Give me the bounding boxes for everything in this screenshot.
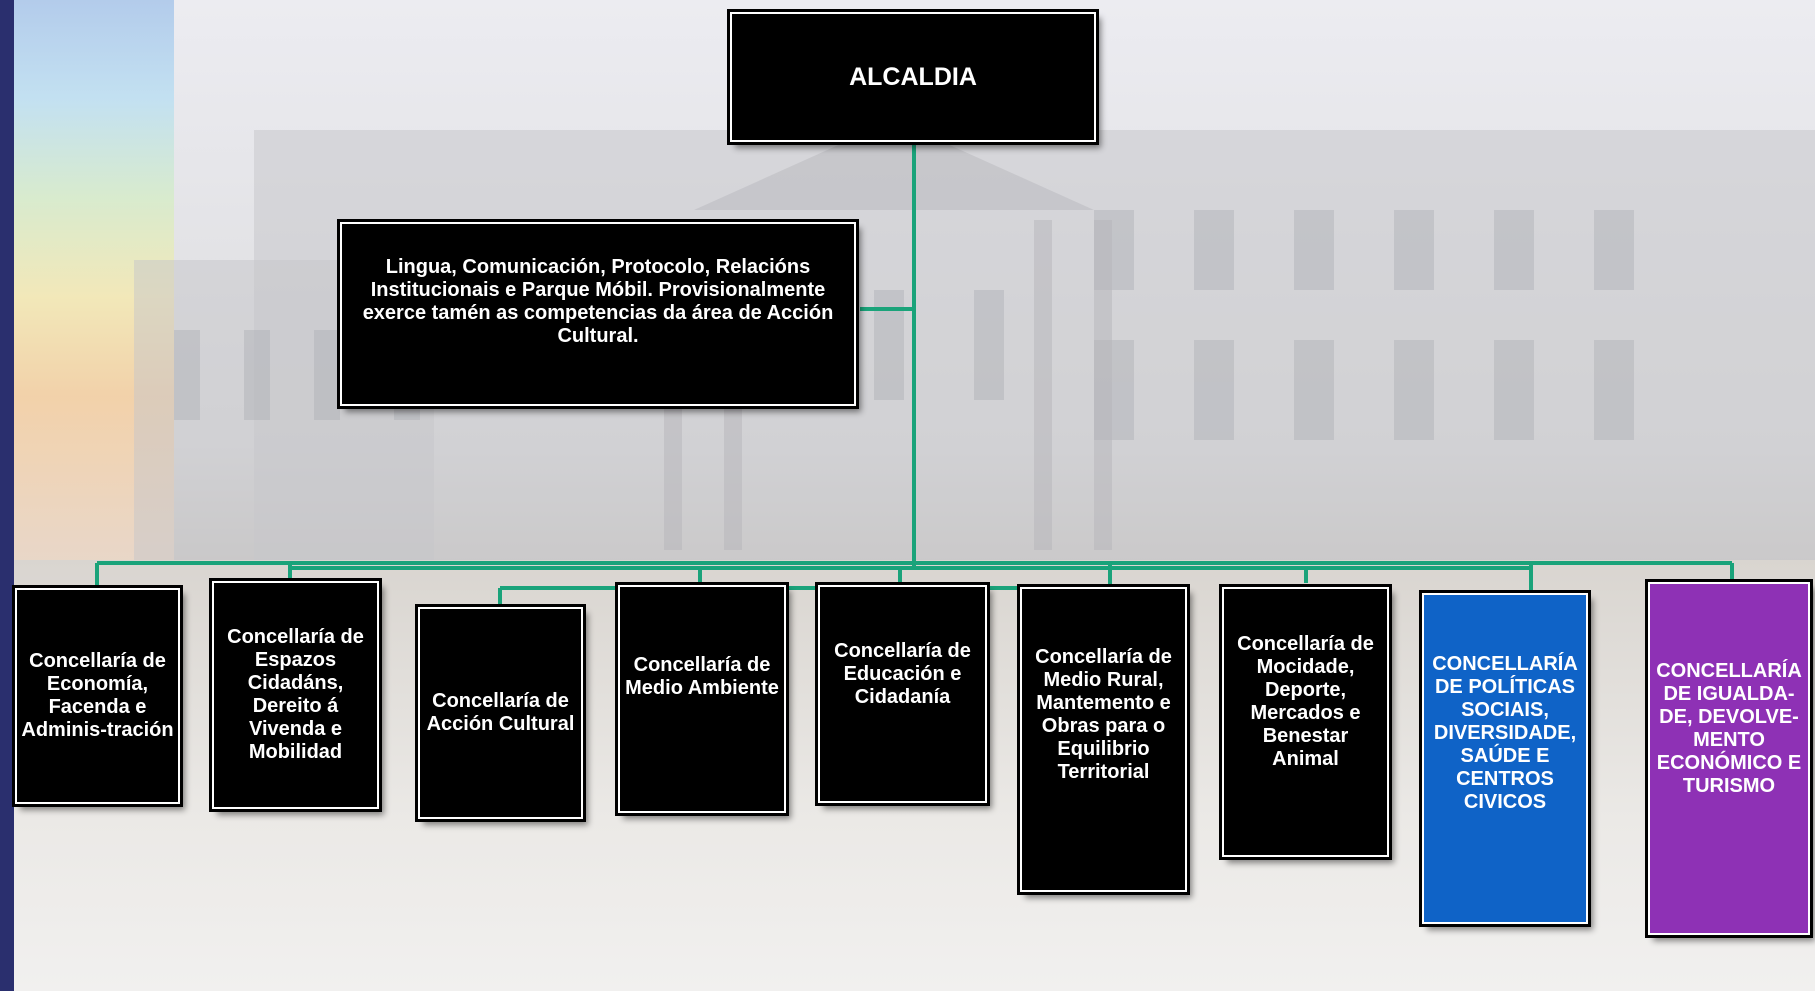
alcaldia-box: ALCALDIA: [730, 12, 1096, 142]
department-label: Concellaría de Mocidade, Deporte, Mercad…: [1237, 633, 1374, 770]
advisor-box: Lingua, Comunicación, Protocolo, Relació…: [340, 222, 856, 406]
department-label: Concellaría de Educación e Cidadanía: [834, 639, 971, 708]
department-box-educacion: Concellaría de Educación e Cidadanía: [818, 585, 987, 803]
alcaldia-label: ALCALDIA: [849, 62, 977, 91]
department-label: Concellaría de Acción Cultural: [426, 690, 575, 735]
department-box-accion-cultural: Concellaría de Acción Cultural: [418, 607, 583, 819]
department-box-economia: Concellaría de Economía, Facenda e Admin…: [15, 588, 180, 804]
department-label: Concellaría de Economía, Facenda e Admin…: [21, 650, 174, 741]
department-box-espazos: Concellaría de Espazos Cidadáns, Dereito…: [212, 581, 379, 809]
department-label: Concellaría de Medio Ambiente: [625, 653, 779, 699]
department-box-medio-rural: Concellaría de Medio Rural, Mantemento e…: [1020, 587, 1187, 892]
advisor-label: Lingua, Comunicación, Protocolo, Relació…: [362, 256, 834, 347]
department-label: Concellaría de Espazos Cidadáns, Dereito…: [227, 626, 364, 763]
department-label: CONCELLARÍA DE POLÍTICAS SOCIAIS, DIVERS…: [1432, 653, 1578, 813]
department-box-igualdade: CONCELLARÍA DE IGUALDA-DE, DEVOLVE-MENTO…: [1648, 582, 1810, 935]
department-label: Concellaría de Medio Rural, Mantemento e…: [1035, 645, 1172, 783]
department-box-medio-ambiente: Concellaría de Medio Ambiente: [618, 585, 786, 813]
department-box-politicas-sociais: CONCELLARÍA DE POLÍTICAS SOCIAIS, DIVERS…: [1422, 593, 1588, 924]
department-box-mocidade: Concellaría de Mocidade, Deporte, Mercad…: [1222, 587, 1389, 857]
department-label: CONCELLARÍA DE IGUALDA-DE, DEVOLVE-MENTO…: [1656, 659, 1802, 797]
